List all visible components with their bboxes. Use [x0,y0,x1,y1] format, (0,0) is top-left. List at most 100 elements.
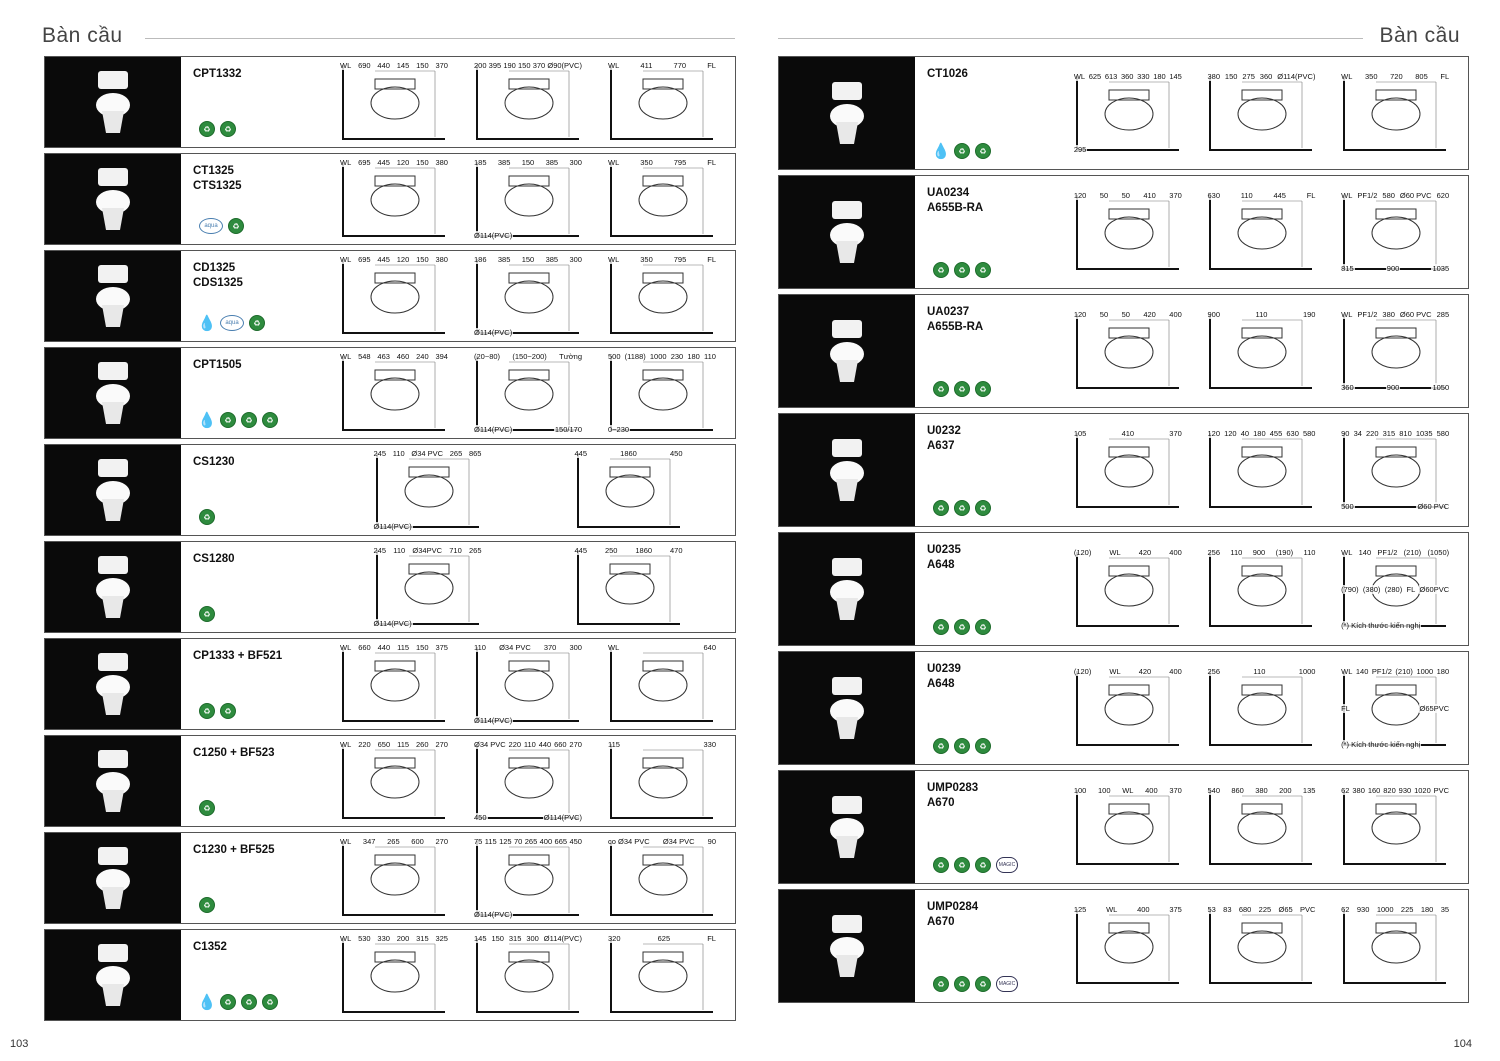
dimension-label: 315 [1381,429,1397,438]
dimension-label: WL [1340,72,1354,81]
dimension-label: 720 [1389,72,1404,81]
dimension-label: 445 [376,158,391,167]
dimension-label: 370 [1168,786,1183,795]
product-code: CDS1325 [193,277,243,289]
left-page-title: Bàn cầu [42,24,123,47]
dimension-label: 295 [1072,145,1088,154]
product-info: CT1026💧♻♻ [915,57,1055,169]
dimension-label: 50 [1120,191,1131,200]
eco-feature-icon: ♻ [933,857,949,873]
product-code: A637 [927,440,955,452]
dimension-label: 1860 [634,546,654,555]
dimension-label: WL [607,643,621,652]
eco-feature-icon: ♻ [954,500,970,516]
product-code: C1250 + BF523 [193,747,275,759]
dimension-label: 180 [686,352,701,361]
eco-feature-icon: ♻ [975,738,991,754]
dimension-label: 400 [1168,310,1183,319]
product-photo [45,639,181,729]
product-code: CTS1325 [193,180,242,192]
dimension-label: 140 [1357,548,1373,557]
product-photo [45,348,181,438]
product-photo [779,295,915,407]
dimension-label: 445 [1272,191,1287,200]
dimension-label: 360 [1119,72,1135,81]
dimension-label: 125 [1072,905,1088,914]
dimension-label: 270 [568,740,583,749]
eco-feature-icon: ♻ [220,703,236,719]
dimension-label: 200 [395,934,411,943]
dimension-label: 445 [573,546,589,555]
dimension-label: 900 [1385,383,1401,392]
product-code: A670 [927,916,955,928]
dimension-label: 455 [1268,429,1284,438]
product-code: A655B-RA [927,321,984,333]
dimension-label: 110 [1252,667,1267,676]
dimension-label: FL [1340,703,1351,713]
dimension-label: 815 [1340,264,1355,273]
product-code: A648 [927,559,955,571]
feature-badges: ♻ [199,509,215,525]
dimension-label: 395 [487,61,503,70]
dimension-label: 710 [448,546,463,555]
dimension-label: 1020 [1413,786,1432,795]
dimension-label: 70 [513,837,524,846]
dimension-label: 145 [473,934,488,943]
dimension-label: 34 [1352,429,1363,438]
dimension-label: 665 [553,837,569,846]
dimension-label: 265 [448,449,464,458]
dimension-label: Ø34 PVC [410,449,445,458]
feature-badges: 💧♻♻♻ [198,412,278,429]
product-info: CPT1332♻♻ [181,57,321,147]
dimension-label: 180 [1419,905,1435,914]
feature-badges: ♻♻♻ [933,738,991,754]
dimension-label: 540 [1206,786,1221,795]
product-info: CS1280♻ [181,542,321,632]
dimension-label: FL [1305,191,1317,200]
eco-feature-icon: ♻ [975,500,991,516]
dimension-label: WL [1340,548,1354,557]
dimension-label: Ø34PVC [411,546,444,555]
dimension-label: 110 [1239,191,1254,200]
dimension-label: WL [1105,905,1119,914]
dimension-label: FL [706,61,717,70]
dimension-label: 50 [1098,191,1110,200]
dimension-label: 260 [415,740,430,749]
eco-feature-icon: ♻ [954,738,970,754]
eco-feature-icon: ♻ [199,703,215,719]
dimension-label: WL [339,740,353,749]
dimension-label: Ø114(PVC) [473,910,514,919]
dimension-label: 0~230 [607,425,631,434]
dimension-label: (790) [1340,584,1360,594]
dimension-label: 1860 [619,449,638,458]
product-photo [45,57,181,147]
dimension-label: 630 [1206,191,1221,200]
dimension-label: 225 [1257,905,1273,914]
page-number-left: 103 [10,1038,29,1050]
